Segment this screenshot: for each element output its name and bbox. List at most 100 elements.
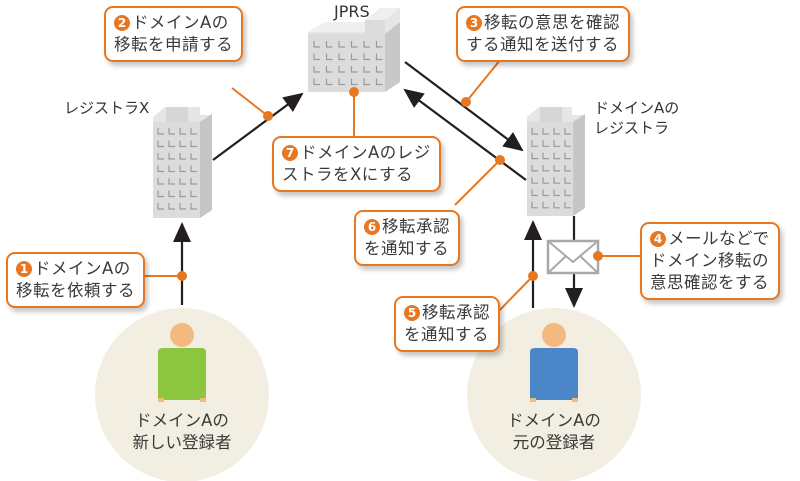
building-window xyxy=(350,41,358,48)
building-window xyxy=(168,203,175,210)
registrar-a-building-icon xyxy=(527,107,585,216)
building-window xyxy=(325,66,333,73)
step-1-number-badge: 1 xyxy=(16,261,32,277)
registrar-a-label: ドメインAの レジストラ xyxy=(594,98,679,138)
building-window xyxy=(553,140,560,147)
step-7-number-badge: 7 xyxy=(282,145,298,161)
step-2-line2: 移転を申請する xyxy=(114,35,233,54)
building-window xyxy=(564,164,571,172)
old-registrant-label-line2: 元の登録者 xyxy=(512,433,596,452)
step-1-line1: ドメインAの xyxy=(34,259,131,278)
building-window xyxy=(338,66,345,73)
building-window xyxy=(350,53,358,61)
step-6-line2: を通知する xyxy=(364,239,449,258)
building-window xyxy=(564,128,571,135)
connector-step-6 xyxy=(454,159,501,206)
building-window xyxy=(363,66,370,73)
building-window xyxy=(168,190,175,198)
building-window xyxy=(350,66,358,73)
step-6-line1: 移転承認 xyxy=(382,217,450,236)
building-window xyxy=(564,189,571,197)
building-window xyxy=(190,153,197,160)
connector-dot-3 xyxy=(461,97,471,107)
step-2-number-badge: 2 xyxy=(114,15,130,31)
step-4-line2: ドメイン移転の xyxy=(650,251,769,270)
building-window xyxy=(542,164,549,172)
building-window xyxy=(168,165,175,173)
jprs-building-icon xyxy=(308,8,400,92)
building-window xyxy=(375,78,383,86)
building-window xyxy=(179,190,186,198)
building-window xyxy=(542,128,549,135)
building-window xyxy=(157,153,164,160)
building-window xyxy=(553,189,560,197)
building-window xyxy=(338,41,345,48)
building-window xyxy=(542,152,549,160)
building-window xyxy=(157,140,164,148)
building-window xyxy=(531,189,538,197)
building-window xyxy=(553,164,560,172)
building-window xyxy=(531,164,538,172)
step-3-number-badge: 3 xyxy=(466,15,482,31)
step-7-line2: ストラをXにする xyxy=(282,165,413,184)
registrar-x-label: レジストラX xyxy=(64,99,150,117)
registrar-a-label-line1: ドメインAの xyxy=(594,99,680,117)
step-5-line1: 移転承認 xyxy=(422,303,490,322)
building-window xyxy=(313,41,320,48)
building-window xyxy=(553,152,560,160)
building-window xyxy=(564,177,571,184)
building-window xyxy=(531,152,538,160)
building-window xyxy=(179,128,186,135)
step-5-line2: を通知する xyxy=(404,325,489,344)
building-window xyxy=(363,41,370,48)
building-window xyxy=(179,140,186,148)
connector-dot-7 xyxy=(349,87,359,97)
step-4-line1: メールなどで xyxy=(668,229,770,248)
building-window xyxy=(313,53,320,61)
connector-dot-2 xyxy=(263,111,273,121)
building-window xyxy=(168,128,175,135)
step-4-line3: 意思確認をする xyxy=(650,273,769,292)
building-window xyxy=(338,78,345,86)
building-window xyxy=(531,128,538,135)
building-window xyxy=(168,140,175,148)
step-5-number-badge: 5 xyxy=(404,305,420,321)
building-window xyxy=(179,178,186,185)
building-window xyxy=(179,165,186,173)
step-1-line2: 移転を依頼する xyxy=(16,281,135,300)
step-3-line1: 移転の意思を確認 xyxy=(484,13,620,32)
building-window xyxy=(338,53,345,61)
step-6-number-badge: 6 xyxy=(364,219,380,235)
registrar-x-building-icon xyxy=(153,107,212,218)
building-window xyxy=(157,203,164,210)
building-window xyxy=(542,201,549,209)
building-window xyxy=(375,53,383,61)
building-window xyxy=(325,53,333,61)
building-window xyxy=(531,140,538,147)
building-window xyxy=(375,66,383,73)
new-registrant-label: ドメインAの 新しい登録者 xyxy=(102,410,262,454)
building-window xyxy=(542,177,549,184)
connector-step-3 xyxy=(465,53,506,103)
building-window xyxy=(542,189,549,197)
building-window xyxy=(531,201,538,209)
mail-envelope-icon xyxy=(546,239,600,275)
building-window xyxy=(190,203,197,210)
building-window xyxy=(542,140,549,147)
building-window xyxy=(325,41,333,48)
new-registrant-label-line1: ドメインAの xyxy=(135,411,229,430)
arrow-registrar-x-to-jprs xyxy=(212,92,304,161)
jprs-label: JPRS xyxy=(334,2,370,21)
new-registrant-person-icon xyxy=(158,323,206,402)
step-4-number-badge: 4 xyxy=(650,231,666,247)
step-2-line1: ドメインAの xyxy=(132,13,229,32)
building-window xyxy=(553,201,560,209)
building-window xyxy=(179,203,186,210)
building-window xyxy=(190,165,197,173)
building-window xyxy=(375,41,383,48)
